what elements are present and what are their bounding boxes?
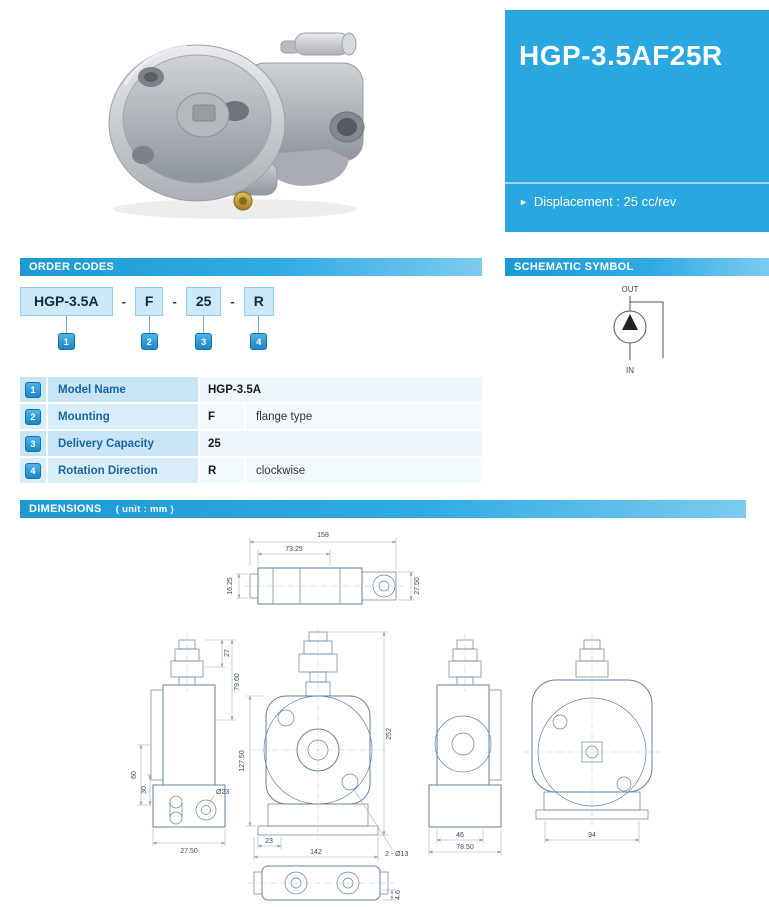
badge-4: 4 — [250, 333, 268, 350]
code-part-rotation: R 4 — [243, 287, 274, 350]
schematic-in-label: IN — [626, 366, 634, 375]
dim-23: 23 — [265, 838, 273, 845]
dim-252: 252 — [386, 728, 393, 740]
schematic-section-header: SCHEMATIC SYMBOL — [505, 258, 769, 276]
order-codes-table: 1 Model Name HGP-3.5A 2 Mounting F flang… — [20, 377, 482, 485]
dim-158: 158 — [317, 532, 329, 539]
row-desc-cell: flange type — [246, 404, 482, 429]
code-separator: - — [121, 294, 126, 309]
dim-127-50: 127.50 — [239, 750, 246, 772]
row-desc-cell: clockwise — [246, 458, 482, 483]
dim-4-6: 4.6 — [395, 890, 402, 900]
row-number-cell: 3 — [20, 431, 48, 456]
drawing-bottom-view: 4.6 — [248, 865, 402, 901]
code-box-model: HGP-3.5A — [20, 287, 113, 316]
dimension-drawings: 158 73.25 27.50 16.25 — [131, 532, 660, 901]
schematic-symbol: OUT IN — [613, 285, 664, 375]
drawing-front-view: 127.50 252 23 142 2 - Ø13 — [239, 628, 408, 860]
pump-illustration — [108, 32, 365, 219]
unit-note: ( unit : mm ) — [115, 504, 174, 515]
row-name-cell: Model Name — [48, 377, 200, 402]
code-part-capacity: 25 3 — [185, 287, 222, 350]
dim-27-50-top: 27.50 — [414, 577, 421, 595]
dim-2-dia13: 2 - Ø13 — [385, 851, 408, 858]
row-number-cell: 4 — [20, 458, 48, 483]
row-name-cell: Rotation Direction — [48, 458, 200, 483]
badge-3: 3 — [195, 333, 213, 350]
row-name-cell: Mounting — [48, 404, 200, 429]
connector-line — [203, 316, 205, 333]
table-row: 2 Mounting F flange type — [20, 404, 482, 429]
title-divider — [505, 182, 769, 184]
order-codes-title: ORDER CODES — [29, 261, 115, 273]
dim-73-25: 73.25 — [285, 546, 303, 553]
dim-27: 27 — [224, 649, 231, 657]
bullet-icon: ► — [519, 197, 528, 207]
code-box-rotation: R — [243, 287, 274, 316]
displacement-text: Displacement : 25 cc/rev — [533, 194, 677, 209]
dim-142: 142 — [310, 849, 322, 856]
dimensions-title: DIMENSIONS — [29, 503, 102, 515]
product-title-block: HGP-3.5AF25R ► Displacement : 25 cc/rev — [505, 10, 769, 232]
row-code-cell: R — [200, 458, 246, 483]
dim-78-50: 78.50 — [456, 844, 474, 851]
code-separator: - — [230, 294, 235, 309]
row-name-cell: Delivery Capacity — [48, 431, 200, 456]
row-badge: 1 — [25, 381, 41, 398]
code-part-mounting: F 2 — [134, 287, 164, 350]
drawing-right-view: 46 78.50 — [428, 634, 502, 855]
connector-line — [258, 316, 260, 333]
dim-16-25: 16.25 — [227, 577, 234, 595]
code-box-mounting: F — [134, 287, 164, 316]
connector-line — [148, 316, 150, 333]
dim-46: 46 — [456, 832, 464, 839]
schematic-title: SCHEMATIC SYMBOL — [514, 261, 634, 273]
dim-30: 30 — [141, 786, 148, 794]
row-number-cell: 1 — [20, 377, 48, 402]
table-row: 1 Model Name HGP-3.5A — [20, 377, 482, 402]
row-code-cell: F — [200, 404, 246, 429]
order-codes-section-header: ORDER CODES — [20, 258, 482, 276]
order-code-row: HGP-3.5A 1 - F 2 - 25 3 - R 4 — [20, 287, 274, 350]
dim-27-50-bottom: 27.50 — [180, 848, 198, 855]
dim-dia23: Ø23 — [216, 789, 229, 796]
dim-79-60: 79.60 — [234, 673, 241, 691]
code-part-model: HGP-3.5A 1 — [20, 287, 113, 350]
connector-line — [65, 316, 67, 333]
dim-94: 94 — [588, 832, 596, 839]
drawing-top-view: 158 73.25 27.50 16.25 — [227, 532, 421, 605]
table-row: 3 Delivery Capacity 25 — [20, 431, 482, 456]
pump-triangle — [622, 314, 638, 330]
badge-1: 1 — [57, 333, 75, 350]
drawing-back-view: 94 — [524, 634, 660, 843]
row-code-cell: HGP-3.5A — [200, 377, 482, 402]
table-row: 4 Rotation Direction R clockwise — [20, 458, 482, 483]
dimensions-section-header: DIMENSIONS ( unit : mm ) — [20, 500, 746, 518]
code-separator: - — [172, 294, 177, 309]
schematic-out-label: OUT — [622, 285, 639, 294]
row-badge: 3 — [25, 435, 41, 452]
row-code-cell: 25 — [200, 431, 482, 456]
product-photo — [85, 15, 385, 227]
drawing-left-view: 27 79.60 60 30 27.50 Ø23 — [131, 634, 241, 855]
row-badge: 2 — [25, 408, 41, 425]
badge-2: 2 — [140, 333, 158, 350]
row-number-cell: 2 — [20, 404, 48, 429]
row-badge: 4 — [25, 462, 41, 479]
code-box-capacity: 25 — [185, 287, 222, 316]
product-title: HGP-3.5AF25R — [519, 40, 723, 71]
displacement-line: ► Displacement : 25 cc/rev — [519, 194, 676, 209]
dim-60: 60 — [131, 771, 138, 779]
